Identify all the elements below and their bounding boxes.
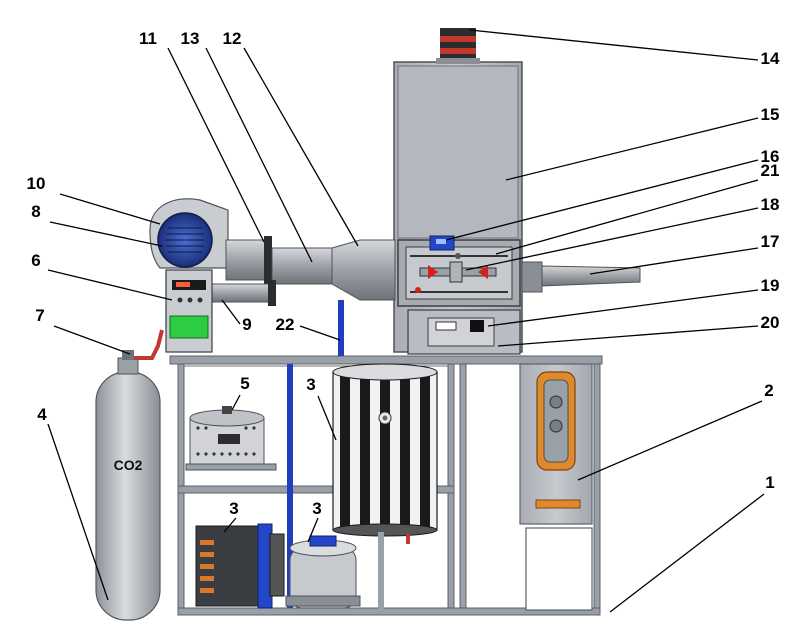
callout-label-19: 19: [761, 276, 780, 295]
callout-label-11: 11: [139, 29, 157, 48]
callout-label-14: 14: [761, 49, 780, 68]
compressor: [285, 535, 361, 609]
vertical-chamber: [393, 28, 523, 355]
temperature-controller: [165, 269, 213, 353]
support-frame: [169, 355, 603, 616]
callout-label-1: 1: [765, 473, 774, 492]
callout-label-3a: 3: [306, 375, 315, 394]
leader-line-13: [205, 47, 313, 263]
leader-line-11: [167, 47, 265, 243]
callout-label-12: 12: [223, 29, 242, 48]
callout-label-2: 2: [764, 381, 773, 400]
leader-line-15: [505, 117, 759, 181]
leader-line-1: [609, 493, 765, 613]
leader-line-18: [465, 207, 759, 271]
leader-line-12: [243, 47, 359, 247]
leader-line-3c: [307, 517, 319, 543]
leader-line-10: [59, 193, 161, 225]
callout-label-17: 17: [761, 232, 780, 251]
vertical-gas-pipe: [287, 364, 293, 608]
leader-line-8: [49, 221, 163, 247]
control-cabinet: [519, 363, 593, 611]
callout-label-3c: 3: [312, 499, 321, 518]
callout-label-3b: 3: [229, 499, 238, 518]
leader-line-22: [299, 325, 341, 341]
callout-label-8: 8: [31, 202, 40, 221]
leader-line-3b: [223, 517, 237, 533]
callout-label-20: 20: [761, 313, 780, 332]
striped-water-tank: [332, 363, 438, 610]
leader-line-14: [469, 29, 759, 61]
callout-label-21: 21: [761, 161, 780, 180]
leader-line-7: [53, 325, 131, 355]
callout-label-22: 22: [276, 315, 295, 334]
callout-label-13: 13: [181, 29, 200, 48]
callout-label-6: 6: [31, 251, 40, 270]
leader-line-3a: [317, 395, 337, 441]
leader-line-2: [577, 400, 763, 481]
leader-line-5: [231, 394, 241, 411]
callout-label-7: 7: [35, 306, 44, 325]
callout-label-15: 15: [761, 105, 780, 124]
blower-and-duct: [149, 198, 641, 306]
humidifier-unit: [185, 406, 277, 471]
evaporator-unit: [195, 523, 285, 609]
leader-line-4: [47, 423, 109, 601]
leader-lines: [47, 29, 765, 613]
tank-label: CO2: [114, 457, 143, 473]
callout-label-18: 18: [761, 195, 780, 214]
leader-line-16: [445, 159, 759, 241]
callout-label-9: 9: [242, 315, 251, 334]
leader-line-17: [589, 247, 759, 275]
callout-label-5: 5: [240, 374, 249, 393]
leader-line-19: [487, 289, 759, 327]
leader-line-9: [221, 299, 241, 325]
leader-line-20: [497, 325, 759, 347]
callout-label-10: 10: [27, 174, 46, 193]
co2-tank: CO2: [95, 329, 164, 621]
gas-pipe: [338, 300, 344, 356]
callout-label-16: 16: [761, 147, 780, 166]
callout-label-4: 4: [37, 405, 47, 424]
leader-line-6: [47, 269, 173, 301]
leader-line-21: [495, 179, 759, 255]
